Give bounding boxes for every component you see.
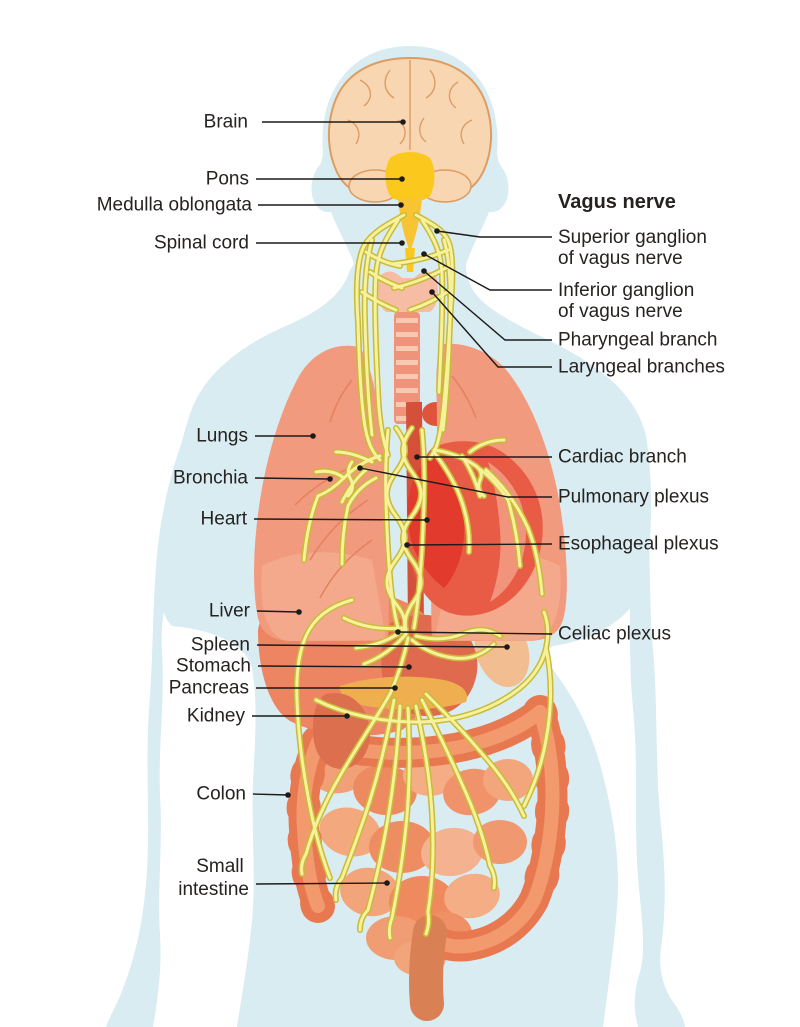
label-brain: Brain — [204, 112, 248, 133]
label-lungs: Lungs — [196, 426, 248, 447]
leader-dot — [404, 542, 410, 548]
leader-dot — [421, 251, 427, 257]
label-kidney: Kidney — [187, 706, 246, 727]
label-pancreas: Pancreas — [169, 678, 249, 699]
label-pons: Pons — [206, 169, 249, 190]
leader-dot — [310, 433, 316, 439]
leader-dot — [406, 664, 412, 670]
label-colon: Colon — [196, 784, 246, 805]
trachea-tube — [394, 312, 420, 424]
label-bronchia: Bronchia — [173, 468, 248, 489]
leader-celiac — [395, 629, 553, 635]
leader-dot — [424, 517, 430, 523]
leader-pons — [256, 176, 405, 182]
leader-brain — [262, 119, 406, 125]
label-celiac: Celiac plexus — [558, 624, 671, 645]
label-liver: Liver — [209, 601, 251, 622]
leader-dot — [344, 713, 350, 719]
leader-kidney — [252, 713, 350, 719]
leader-dot — [504, 644, 510, 650]
leader-heart — [253, 517, 430, 523]
label-heart: Heart — [201, 509, 248, 530]
label-vagus-nerve-heading: Vagus nerve — [558, 191, 676, 213]
label-small-intestine: Small intestine — [178, 856, 249, 900]
rectum-shape — [409, 915, 447, 1021]
pons-shape — [385, 152, 435, 202]
leader-esophageal — [404, 542, 553, 548]
leader-dot — [434, 228, 440, 234]
leader-dot — [421, 268, 427, 274]
leader-pulmonary — [357, 465, 552, 498]
leader-dot — [398, 202, 404, 208]
label-laryngeal: Laryngeal branches — [558, 357, 725, 378]
leader-bronchia — [254, 476, 333, 482]
label-esophageal: Esophageal plexus — [558, 534, 719, 555]
label-superior-ganglion: Superior ganglion of vagus nerve — [558, 227, 712, 269]
label-pharyngeal: Pharyngeal branch — [558, 330, 718, 351]
left-arm-shape — [106, 395, 228, 1027]
label-pulmonary: Pulmonary plexus — [558, 487, 709, 508]
leader-dot — [285, 792, 291, 798]
leader-stomach — [257, 664, 412, 670]
leader-dot — [429, 289, 435, 295]
leader-lungs — [255, 433, 316, 439]
medulla-shape — [398, 198, 422, 252]
leader-medulla — [258, 202, 404, 208]
labels: Brain Pons Medulla oblongata Spinal cord… — [97, 112, 725, 900]
label-inferior-ganglion: Inferior ganglion of vagus nerve — [558, 280, 700, 322]
label-medulla: Medulla oblongata — [97, 195, 253, 216]
leader-spleen — [256, 644, 510, 650]
leader-pancreas — [256, 685, 398, 691]
leader-dot — [395, 629, 401, 635]
leader-superior-ganglion — [434, 228, 552, 238]
left-lung-lower-lobe — [261, 552, 386, 641]
leader-pharyngeal — [421, 268, 552, 341]
leader-dot — [357, 465, 363, 471]
leader-colon — [252, 792, 291, 798]
brain — [327, 56, 493, 272]
leader-small-intestine — [255, 880, 390, 886]
leader-liver — [256, 609, 302, 615]
label-spinal-cord: Spinal cord — [154, 233, 249, 254]
label-stomach: Stomach — [176, 656, 251, 677]
leader-dot — [327, 476, 333, 482]
label-spleen: Spleen — [191, 635, 250, 656]
leader-dot — [399, 240, 405, 246]
leader-spinal-cord — [256, 240, 405, 246]
leader-cardiac — [414, 454, 552, 460]
leader-laryngeal — [429, 289, 552, 368]
leader-dot — [400, 119, 406, 125]
leader-lines — [252, 119, 553, 886]
leader-dot — [296, 609, 302, 615]
leader-inferior-ganglion — [421, 251, 552, 291]
leader-dot — [414, 454, 420, 460]
leader-dot — [399, 176, 405, 182]
right-arm-shape — [560, 392, 685, 1027]
leader-dot — [384, 880, 390, 886]
label-cardiac: Cardiac branch — [558, 447, 687, 468]
leader-dot — [392, 685, 398, 691]
